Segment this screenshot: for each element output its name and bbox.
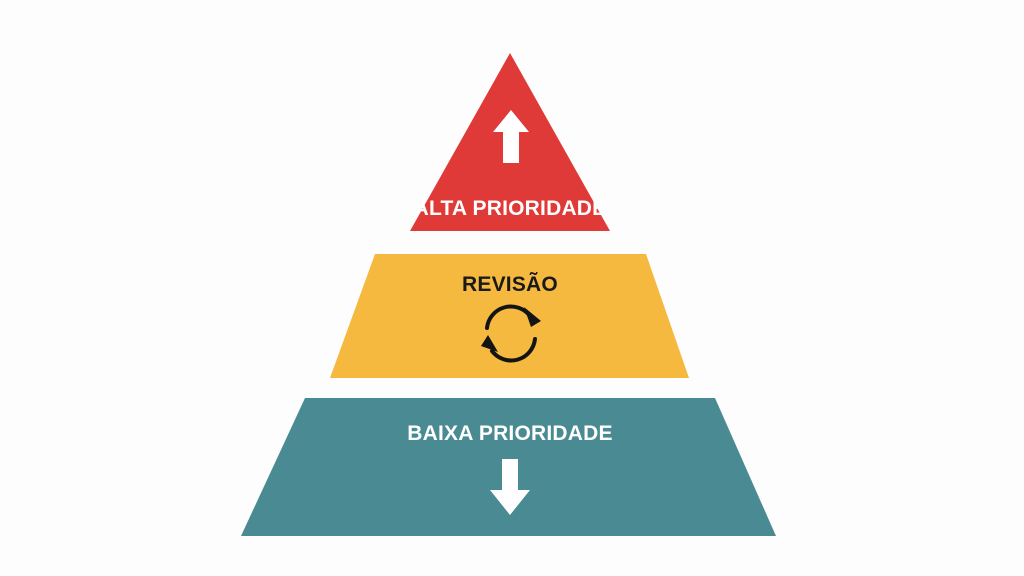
arrow-up-icon [493, 110, 529, 163]
tier-middle: REVISÃO [330, 254, 689, 378]
tier-bottom-label: BAIXA PRIORIDADE [407, 422, 612, 445]
arrow-down-icon [490, 459, 530, 515]
tier-top: ALTA PRIORIDADE [410, 53, 610, 231]
tier-middle-shape [330, 254, 689, 378]
tier-top-label: ALTA PRIORIDADE [414, 197, 607, 220]
tier-middle-label: REVISÃO [462, 273, 558, 296]
refresh-cycle-icon [481, 304, 541, 363]
tier-bottom: BAIXA PRIORIDADE [241, 398, 776, 536]
